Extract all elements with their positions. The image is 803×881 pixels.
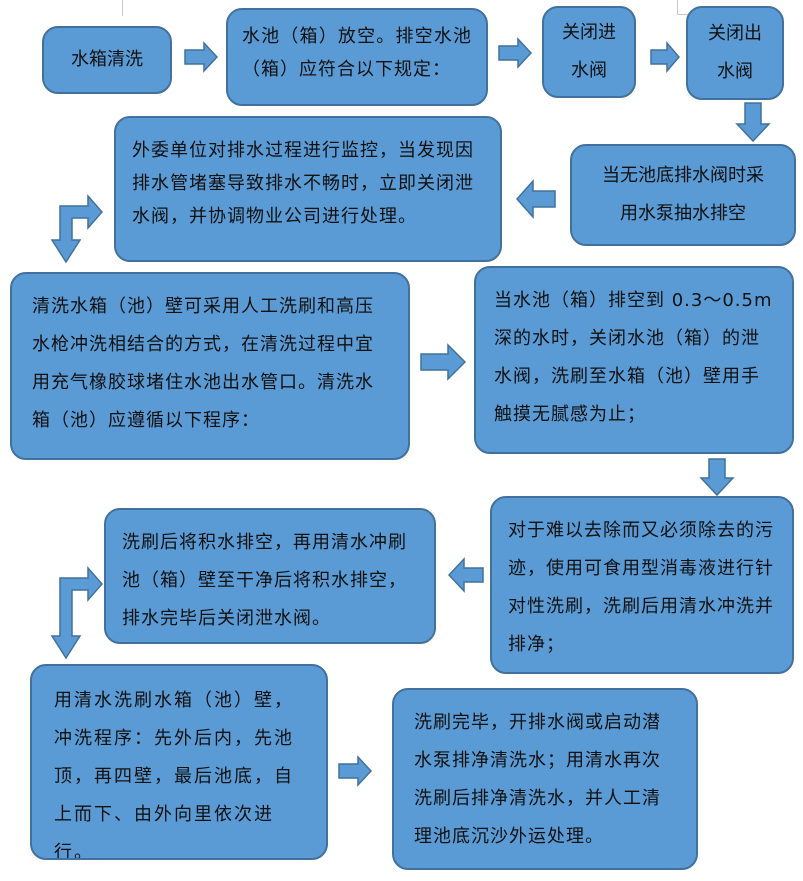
arrow-right-5 <box>338 755 373 787</box>
step-box-11: 用清水洗刷水箱（池）壁，冲洗程序：先外后内，先池顶，再四壁，最后池底，自上而下、… <box>30 664 328 860</box>
step-box-3: 关闭进水阀 <box>542 6 636 98</box>
arrow-right-2 <box>498 37 533 69</box>
step-box-7: 清洗水箱（池）壁可采用人工洗刷和高压水枪冲洗相结合的方式，在清洗过程中宜用充气橡… <box>10 272 410 460</box>
arrow-bent-1 <box>46 194 104 264</box>
step-box-4: 关闭出水阀 <box>686 6 784 100</box>
arrow-down-2 <box>699 458 735 497</box>
arrow-left-1 <box>515 179 556 219</box>
step-box-8: 当水池（箱）排空到 0.3～0.5m 深的水时，关闭水池（箱）的泄水阀，洗刷至水… <box>474 266 794 454</box>
step-box-5: 当无池底排水阀时采用水泵抽水排空 <box>570 144 796 246</box>
arrow-right-3 <box>650 40 680 74</box>
page-corner-mark-left <box>122 0 123 16</box>
arrow-left-2 <box>447 557 484 593</box>
step-box-12: 洗刷完毕，开排水阀或启动潜水泵排净清洗水；用清水再次洗刷后排净清洗水，并人工清理… <box>392 688 698 870</box>
step-box-1: 水箱清洗 <box>42 26 172 94</box>
step-box-9: 对于难以去除而又必须除去的污迹，使用可食用型消毒液进行针对性洗刷，洗刷后用清水冲… <box>490 496 794 674</box>
step-box-6: 外委单位对排水过程进行监控，当发现因排水管堵塞导致排水不畅时，立即关闭泄水阀，并… <box>114 116 502 262</box>
arrow-right-1 <box>184 41 219 73</box>
arrow-bent-2 <box>46 566 104 660</box>
step-box-10: 洗刷后将积水排空，再用清水冲刷池（箱）壁至干净后将积水排空，排水完毕后关闭泄水阀… <box>104 508 436 644</box>
step-box-2: 水池（箱）放空。排空水池（箱）应符合以下规定： <box>226 8 488 106</box>
arrow-right-4 <box>420 343 467 381</box>
page-corner-mark-right <box>677 0 692 15</box>
arrow-down-1 <box>735 102 771 143</box>
